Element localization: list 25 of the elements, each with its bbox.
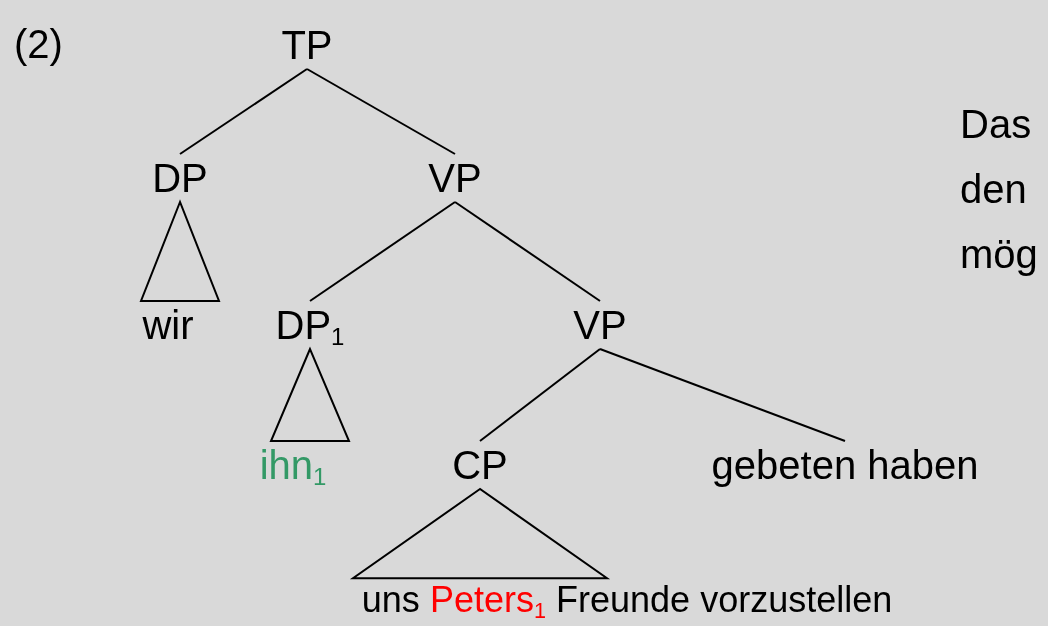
node-label: ihn$_{1}$ — [259, 443, 327, 487]
triangle-roof — [349, 487, 611, 580]
tree-branch — [454, 201, 601, 302]
node-label: Peters$_{1}$ — [429, 580, 546, 620]
node-label: gebeten haben — [711, 443, 979, 487]
tree-branch — [179, 68, 308, 155]
cut-off-text: den — [960, 167, 1027, 211]
tree-branch — [309, 201, 456, 302]
node-label: DP — [152, 156, 208, 200]
node-label: VP — [573, 303, 627, 347]
node-label: uns — [361, 580, 420, 620]
node-label: CP — [452, 443, 508, 487]
node-label: VP — [428, 156, 482, 200]
tree-branch — [306, 68, 456, 155]
example-number: (2) — [14, 22, 63, 66]
tree-branch — [479, 348, 601, 442]
triangle-roof — [139, 199, 221, 302]
node-label: wir — [142, 303, 194, 347]
triangle-roof — [269, 346, 351, 442]
node-label: DP$_{1}$ — [275, 303, 345, 347]
tree-branch — [599, 348, 846, 442]
cut-off-text: Das — [960, 102, 1032, 146]
node-label: TP — [281, 23, 333, 67]
node-label: Freunde vorzustellen — [556, 580, 893, 620]
cut-off-text: mög — [960, 232, 1038, 276]
